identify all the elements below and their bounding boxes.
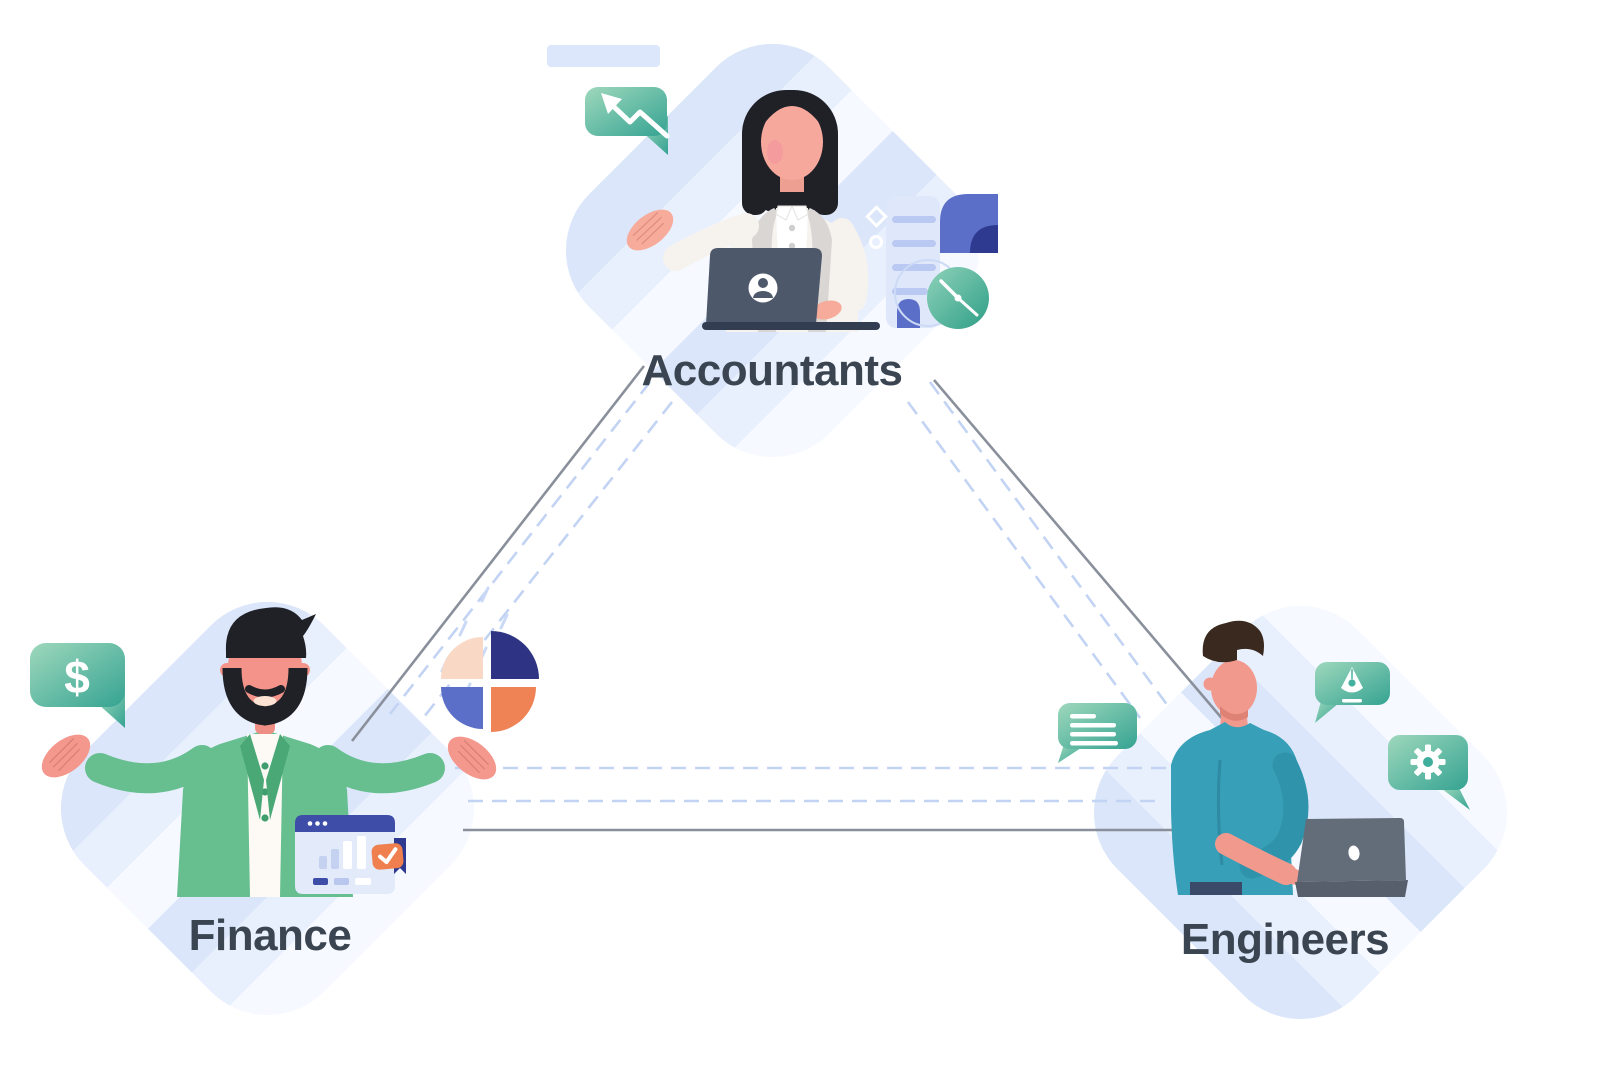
accountants-label: Accountants <box>641 346 903 395</box>
finance-diamond-background <box>27 568 507 1048</box>
node-engineers: Engineers <box>1020 540 1602 1090</box>
pie-chart-icon <box>441 631 539 732</box>
finance-label: Finance <box>188 911 352 960</box>
dollar-text: $ <box>64 651 90 703</box>
engineers-diamond-background <box>1060 572 1540 1052</box>
node-finance: $ <box>0 540 540 1090</box>
deco-bar <box>547 45 660 67</box>
accountants-diamond-background <box>532 10 1012 490</box>
dollar-bubble-icon: $ <box>30 643 125 728</box>
rain-dashes-deco <box>440 586 509 699</box>
engineers-label: Engineers <box>1180 915 1390 964</box>
node-accountants: Accountants <box>510 0 1030 520</box>
